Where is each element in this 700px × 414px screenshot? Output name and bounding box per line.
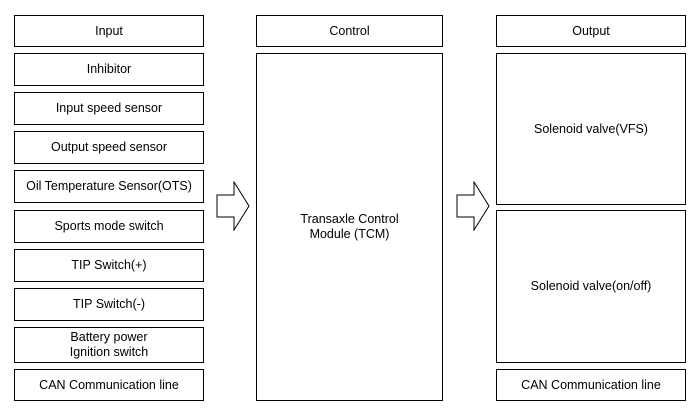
output-can-line: CAN Communication line (496, 369, 686, 401)
input-item-sports-mode-switch: Sports mode switch (14, 210, 204, 243)
input-item-tip-switch-minus: TIP Switch(-) (14, 288, 204, 321)
input-header: Input (14, 15, 204, 47)
output-solenoid-onoff: Solenoid valve(on/off) (496, 210, 686, 363)
input-item-tip-switch-plus: TIP Switch(+) (14, 249, 204, 282)
arrow-input-to-control (216, 181, 250, 231)
output-header: Output (496, 15, 686, 47)
input-item-battery-ignition: Battery power Ignition switch (14, 327, 204, 363)
input-item-can-line: CAN Communication line (14, 369, 204, 401)
input-item-input-speed-sensor: Input speed sensor (14, 92, 204, 125)
control-header: Control (256, 15, 443, 47)
tcm-module-box: Transaxle Control Module (TCM) (256, 53, 443, 401)
input-item-inhibitor: Inhibitor (14, 53, 204, 86)
input-item-output-speed-sensor: Output speed sensor (14, 131, 204, 164)
output-solenoid-vfs: Solenoid valve(VFS) (496, 53, 686, 205)
input-item-oil-temperature-sensor: Oil Temperature Sensor(OTS) (14, 170, 204, 203)
arrow-control-to-output (456, 181, 490, 231)
